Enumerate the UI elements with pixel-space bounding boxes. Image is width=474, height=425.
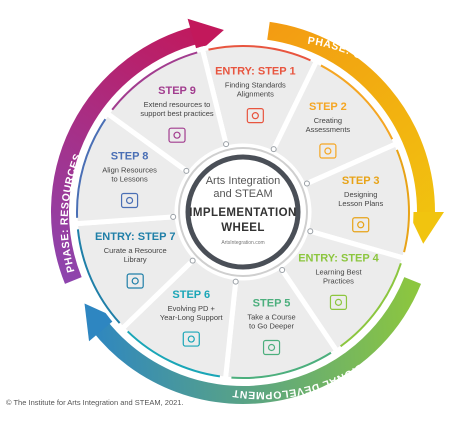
wheel-segments: ENTRY: STEP 1 Finding StandardsAlignments… — [72, 41, 414, 383]
ring-dot — [279, 267, 286, 274]
segment-edge-accent — [111, 51, 198, 111]
align-arrows-icon — [120, 192, 139, 209]
curriculum-arrow-head — [408, 212, 444, 244]
professional-development-arrow-head — [84, 303, 117, 342]
book-icon — [126, 273, 144, 289]
segment-description-line: Curate a Resource — [104, 246, 167, 255]
segment-description-line: Creating — [314, 116, 342, 125]
ring-dot — [183, 167, 190, 174]
expand-arrows-icon — [168, 127, 186, 143]
phase-arrows — [51, 18, 444, 404]
segment-description-line: Alignments — [237, 90, 274, 99]
segment-edge-accent — [76, 118, 107, 218]
segment-description-line: Designing — [344, 190, 377, 199]
ring-dot — [270, 146, 277, 153]
share-nodes-icon — [246, 108, 264, 124]
segment-background — [103, 45, 231, 177]
ring-dot — [232, 278, 239, 285]
segment-edge-accent — [126, 330, 221, 378]
segment-edge-accent — [208, 45, 311, 62]
star-checklist-icon — [319, 143, 337, 159]
ring-dot — [189, 257, 196, 264]
segment-title: ENTRY: STEP 1 — [215, 66, 295, 78]
center-title-line1: IMPLEMENTATION — [189, 207, 296, 219]
segment-description-line: Lesson Plans — [338, 199, 383, 208]
ring-dots — [170, 141, 314, 285]
ring-dot — [170, 213, 177, 220]
segment-edge-accent — [231, 351, 332, 379]
lightbulb-icon — [329, 294, 348, 310]
lesson-plan-icon — [352, 217, 370, 233]
ring-dot — [303, 180, 310, 187]
laptop-icon — [262, 339, 281, 356]
segment-description-line: Extend resources to — [144, 100, 211, 109]
segment-title: STEP 8 — [111, 150, 149, 162]
segment-description-line: Library — [124, 255, 147, 264]
center-line1: Arts Integration — [206, 175, 281, 187]
segment-edge-accent — [395, 149, 410, 253]
segment-title: STEP 5 — [253, 297, 291, 309]
segment-description-line: to Lessons — [111, 174, 148, 183]
segment-title: STEP 6 — [172, 289, 210, 301]
segment-title: STEP 9 — [158, 85, 196, 97]
resources-arrow — [51, 25, 201, 284]
segment-description-line: Take a Course — [247, 312, 295, 321]
segment-description-line: Finding Standards — [225, 81, 286, 90]
segment-title: STEP 2 — [309, 101, 347, 113]
segment-edge-accent — [76, 229, 121, 324]
copyright-notice: © The Institute for Arts Integration and… — [6, 398, 184, 407]
resources-arrow-head — [187, 18, 224, 54]
segment-description-line: support best practices — [140, 109, 214, 118]
segment-description-line: to Go Deeper — [249, 321, 295, 330]
segment-title: ENTRY: STEP 4 — [298, 252, 379, 264]
segment-edge-accent — [320, 64, 394, 140]
ring-dot — [307, 228, 314, 235]
center-hub — [185, 154, 301, 270]
segment-description-line: Assessments — [306, 125, 351, 134]
segment-title: ENTRY: STEP 7 — [95, 231, 175, 243]
segment-description-line: Evolving PD + — [168, 304, 216, 313]
segment-description-line: Align Resources — [102, 165, 157, 174]
center-url: ArtsIntegration.com — [221, 240, 264, 246]
people-network-icon — [182, 331, 200, 347]
segment-description-line: Year-Long Support — [160, 313, 224, 322]
center-line2: and STEAM — [213, 188, 272, 200]
center-title-line2: WHEEL — [221, 222, 265, 234]
professional-development-arrow — [91, 277, 422, 404]
segment-title: STEP 3 — [342, 175, 380, 187]
segment-description-line: Practices — [323, 276, 354, 285]
curriculum-arrow — [267, 21, 435, 219]
segment-description-line: Learning Best — [315, 267, 362, 276]
ring-dot — [223, 141, 230, 148]
segment-edge-accent — [339, 262, 402, 348]
